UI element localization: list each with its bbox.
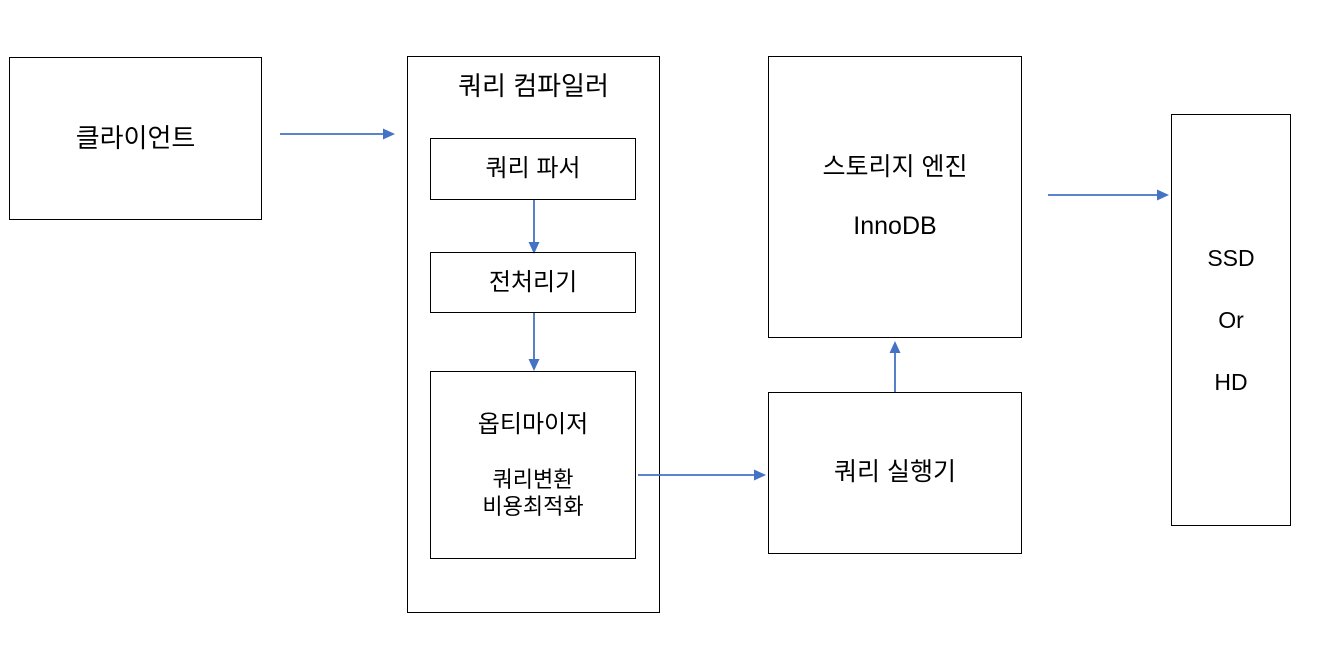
node-storage-engine-name: InnoDB — [853, 212, 937, 240]
node-query-compiler[interactable] — [407, 56, 660, 613]
node-query-executor-label: 쿼리 실행기 — [834, 458, 956, 487]
node-optimizer-title: 옵티마이저 — [477, 410, 589, 438]
node-disk-storage[interactable]: SSD Or HD — [1171, 114, 1291, 526]
arrow-executor-to-storage-engine-icon — [889, 341, 901, 393]
arrow-storage-engine-to-disk-icon — [1048, 189, 1169, 201]
node-preprocessor-label: 전처리기 — [488, 268, 578, 296]
arrow-client-to-compiler-icon — [280, 128, 395, 140]
node-query-compiler-title: 쿼리 컴파일러 — [458, 71, 609, 101]
node-preprocessor[interactable]: 전처리기 — [430, 252, 636, 313]
node-storage-engine-title: 스토리지 엔진 — [822, 152, 968, 181]
node-query-executor[interactable]: 쿼리 실행기 — [768, 392, 1022, 554]
node-client-label: 클라이언트 — [75, 123, 196, 154]
node-optimizer[interactable]: 옵티마이저 쿼리변환 비용최적화 — [430, 371, 636, 559]
node-client[interactable]: 클라이언트 — [9, 57, 262, 220]
node-query-parser-label: 쿼리 파서 — [485, 155, 581, 182]
node-optimizer-detail: 쿼리변환 비용최적화 — [482, 466, 584, 520]
node-disk-storage-label: SSD Or HD — [1207, 244, 1255, 396]
node-storage-engine[interactable]: 스토리지 엔진 InnoDB — [768, 56, 1022, 338]
node-query-parser[interactable]: 쿼리 파서 — [430, 138, 636, 200]
